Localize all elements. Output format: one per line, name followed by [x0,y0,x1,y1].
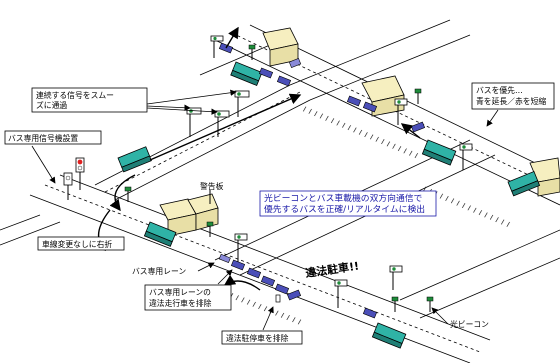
callout-bus-lane-violation-line2: 違法走行車を排除 [149,298,212,308]
bus-right [421,139,457,166]
car [246,267,262,279]
bus-left [117,146,152,173]
bus-turn-arrow [109,174,136,212]
car [230,259,246,271]
callout-bus-signal-device: バス専用信号機設置 [4,130,102,184]
callout-remove-parked-cars-text: 違法駐停車を排除 [226,333,289,343]
callout-signal-sync: 連続する信号をスムー ズに通過 [31,87,237,115]
movement-arrows [94,26,421,291]
traffic-signals [63,35,473,308]
callout-right-turn: 車線変更なしに右折 [37,236,125,251]
callout-optical-beacon-line1: 光ビーコンとバス車載機の双方向通信で [264,192,423,204]
signal-right-top [394,98,408,125]
building-warning-left [159,198,197,237]
beacon-icon [391,296,399,312]
signal-bottom-mid [334,279,348,308]
car [410,121,426,133]
car [218,253,231,264]
signal-left-bus-lane [234,233,248,262]
cars [218,42,426,319]
bus-bottom [371,322,407,349]
road-top-right-diagonal [289,19,471,101]
buildings [159,27,560,237]
callout-bus-priority: バスを優先… 青を延長／赤を短縮 [471,82,555,127]
signal-bottom-right [389,265,403,290]
callout-optical-beacon-line2: 優先するバスを正確/リアルタイムに検出 [264,203,425,215]
callout-illegal-parking: 違法駐車!! [304,259,359,280]
illegal-parking-marker [275,294,281,303]
callout-right-turn-text: 車線変更なしに右折 [42,239,112,249]
callout-warning-sign: 警告板 [200,181,224,191]
callout-bus-lane-violation-line1: バス専用レーンの [149,287,211,297]
car [258,67,274,79]
signal-bus-only-2 [63,172,73,200]
bus-lane-arrow [223,274,261,291]
bus-path-arrow [149,93,302,161]
signal-bus-only [75,157,85,190]
callout-signal-sync-line2: ズに通過 [36,100,67,110]
bus-lane-hatching [210,105,512,325]
callout-bus-lane-violation: バス専用レーンの 違法走行車を排除 [144,269,233,311]
callout-warning-sign-text: 警告板 [200,181,224,191]
car [362,101,378,113]
callout-optical-beacon-communication: 光ビーコンとバス車載機の双方向通信で 優先するバスを正確/リアルタイムに検出 [259,190,437,217]
car [362,307,378,319]
car [276,75,292,87]
callout-bus-priority-line2: 青を延長／赤を短縮 [476,96,546,106]
road-upper-cross [214,24,560,206]
callout-bus-lane-text: バス専用レーン [132,266,186,276]
road-right-diagonal [399,229,560,319]
building-top [262,27,299,67]
car [260,275,276,287]
signal-sync-3 [234,90,250,117]
beacon-icon [426,296,434,312]
car [288,57,302,69]
callout-bus-lane: バス専用レーン [132,262,215,276]
bus-far-right [507,170,541,197]
bus-top-arrow [225,26,239,49]
callout-optical-beacon: 光ビーコン [431,307,489,329]
beacon-icon [206,221,214,237]
beacon-icon [248,44,256,60]
callout-optical-beacon-text: 光ビーコン [450,319,489,329]
callout-signal-sync-line1: 連続する信号をスムー [36,90,114,100]
optical-beacons [124,44,434,312]
car [346,95,362,107]
callout-bus-priority-line1: バスを優先… [476,85,523,95]
signal-top [210,35,224,58]
signal-sync-1 [186,107,202,137]
callouts: 連続する信号をスムー ズに通過 バス専用信号機設置 バスを優先… 青を延長／赤を… [4,82,555,345]
signal-right-mid [459,143,473,170]
signal-sync-2 [214,110,230,137]
car [274,283,290,295]
car [286,289,302,301]
callout-bus-signal-device-text: バス専用信号機設置 [8,133,78,143]
bus-top [230,61,263,86]
callout-remove-parked-cars: 違法駐停車を排除 [221,306,303,345]
bus-mid-left [143,221,177,247]
beacon-icon [414,88,422,104]
beacon-icon [124,186,132,202]
buses [117,61,541,349]
right-bus-arrow [400,123,421,139]
callout-illegal-parking-text: 違法駐車!! [304,259,359,280]
